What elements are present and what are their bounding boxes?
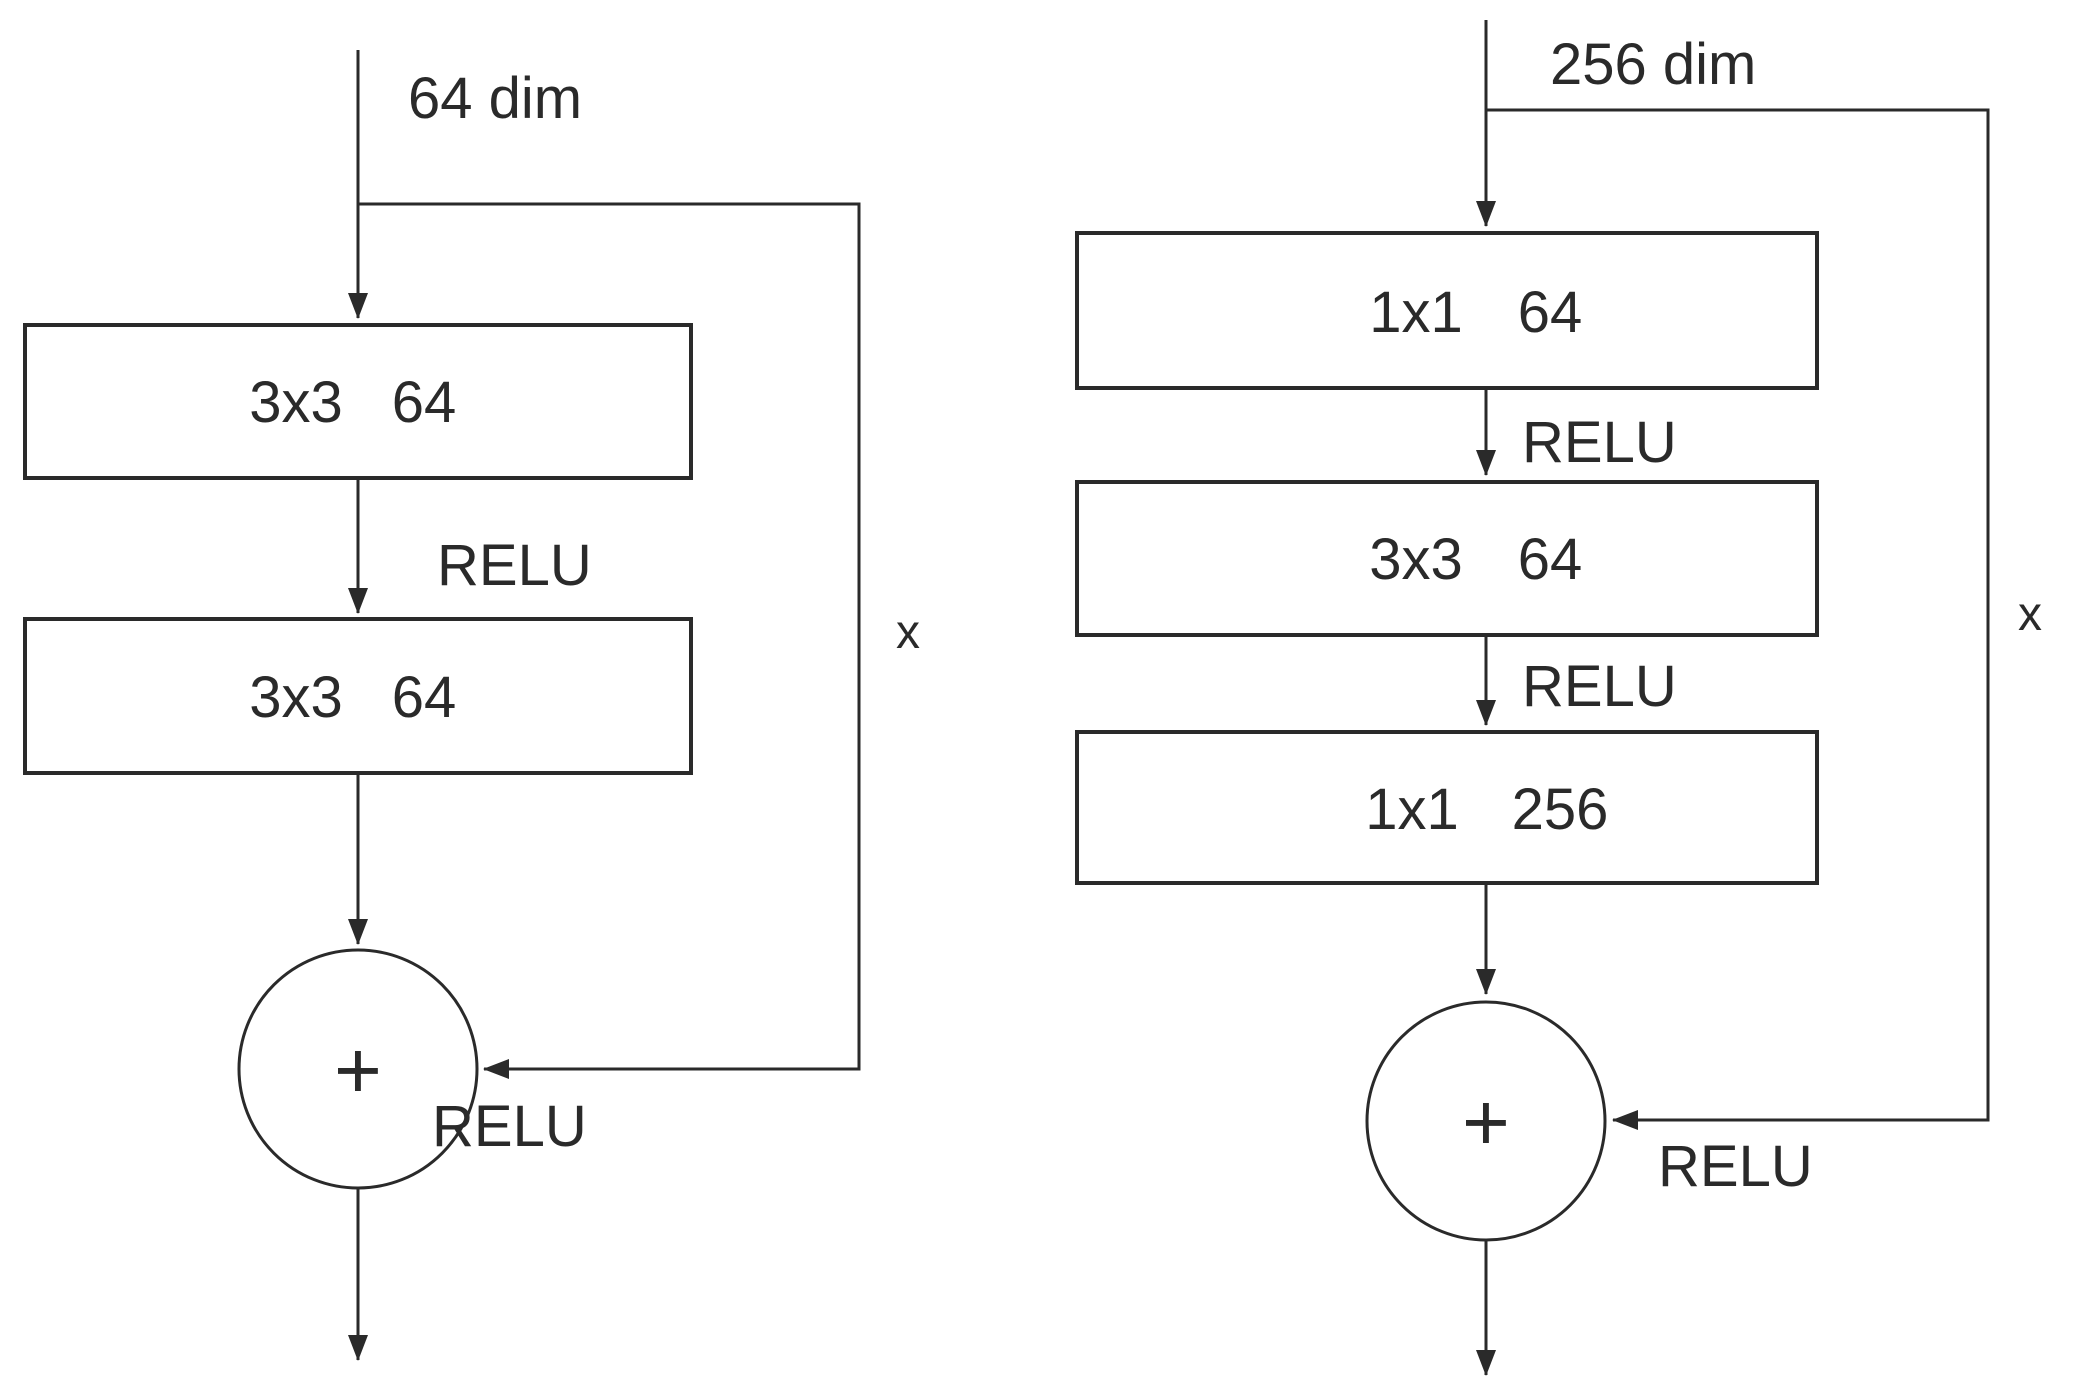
- relu-output-label: RELU: [432, 1094, 587, 1159]
- skip-connection-line: [358, 202, 861, 1079]
- conv-box-2: [1075, 480, 1819, 637]
- relu-between-label-1: RELU: [1522, 410, 1677, 475]
- skip-connection-line: [1486, 108, 1990, 1130]
- conv-box-2: [23, 617, 693, 775]
- conv-box-2-channels: 64: [1518, 527, 1583, 592]
- conv-box-2-kernel: 3x3: [249, 665, 343, 730]
- skip-identity-label: x: [896, 606, 920, 659]
- conv-box-3-kernel: 1x1: [1365, 777, 1459, 842]
- conv-box-2-kernel: 3x3: [1369, 527, 1463, 592]
- conv-box-3-channels: 256: [1512, 777, 1609, 842]
- conv-box-1: [23, 323, 693, 480]
- conv-box-1-kernel: 3x3: [249, 370, 343, 435]
- conv-box-3: [1075, 730, 1819, 885]
- input-dim-label: 64 dim: [408, 66, 582, 131]
- conv-box-1-channels: 64: [1518, 280, 1583, 345]
- conv-box-2-channels: 64: [392, 665, 457, 730]
- skip-identity-label: x: [2018, 588, 2042, 641]
- plus-icon: +: [1462, 1077, 1510, 1168]
- conv-box-1-kernel: 1x1: [1369, 280, 1463, 345]
- plus-icon: +: [334, 1025, 382, 1116]
- relu-output-label: RELU: [1658, 1134, 1813, 1199]
- bottleneck-block-diagram: 256 dim x 1x1 64 RELU 3x3 64 RELU 1x1 25…: [1075, 20, 2042, 1376]
- conv-box-1-channels: 64: [392, 370, 457, 435]
- input-dim-label: 256 dim: [1550, 32, 1756, 97]
- basic-block-diagram: 64 dim x 3x3 64 RELU 3x3 64 + RELU: [23, 50, 920, 1361]
- relu-between-label-2: RELU: [1522, 654, 1677, 719]
- conv-box-1: [1075, 231, 1819, 390]
- relu-between-label: RELU: [437, 533, 592, 598]
